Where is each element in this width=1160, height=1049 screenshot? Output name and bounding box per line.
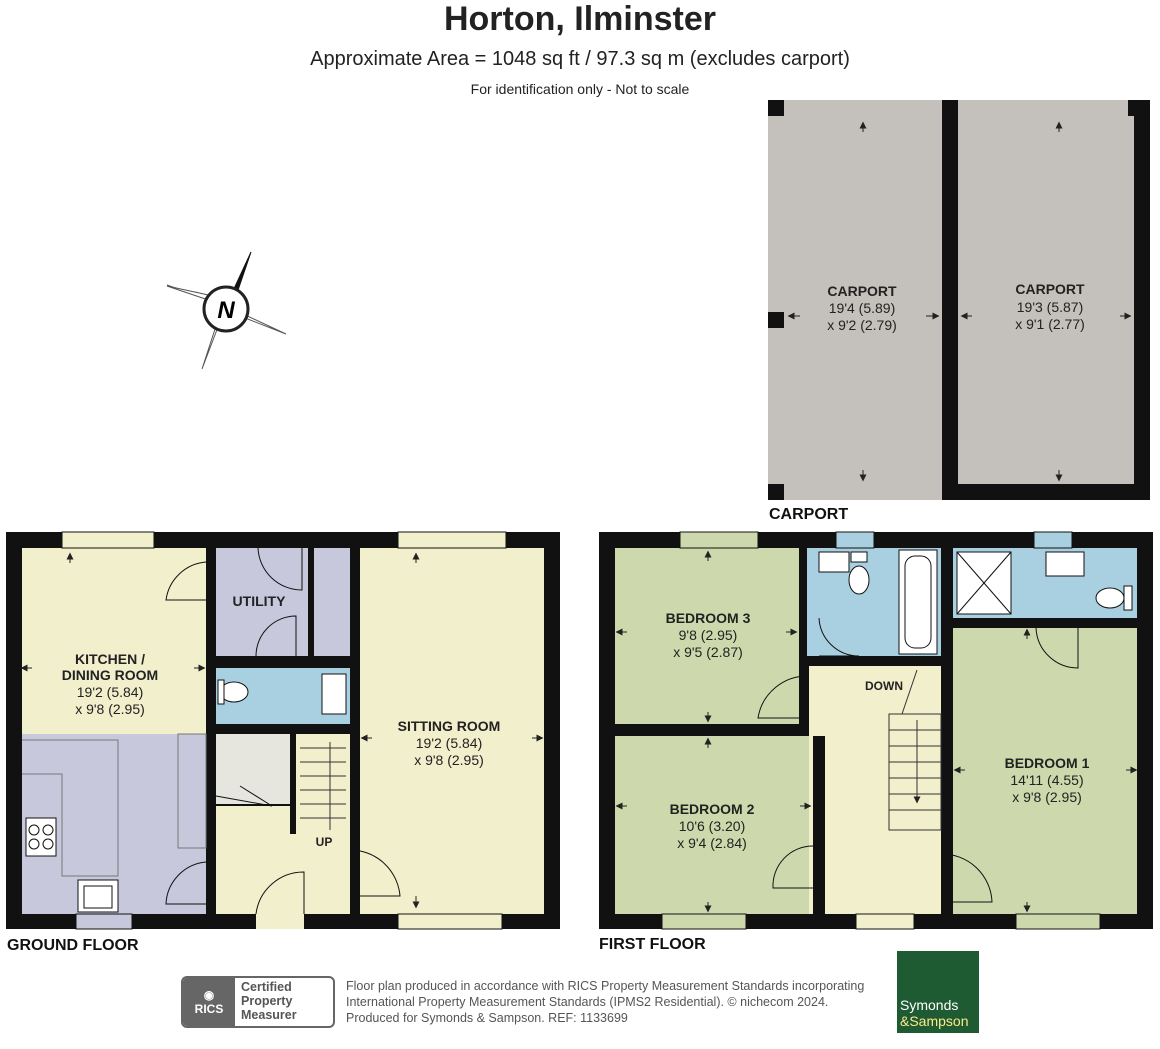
first-floor-plan: DOWN BEDROOM 3 9'8 (2.95) x 9'5 (2.87) B…	[599, 531, 1153, 953]
rics-emblem-icon: ◉	[203, 988, 215, 1002]
rics-mark-text: RICS	[194, 1002, 224, 1016]
bedroom-3-dim2: x 9'5 (2.87)	[673, 644, 743, 660]
bedroom-3-dim1: 9'8 (2.95)	[679, 627, 738, 643]
bedroom-2-name: BEDROOM 2	[670, 801, 755, 817]
carport-right-area	[950, 100, 1150, 500]
kitchen-dim2: x 9'8 (2.95)	[75, 701, 145, 717]
utility-area	[216, 548, 350, 656]
kitchen-dim1: 19'2 (5.84)	[77, 684, 144, 700]
rics-line1: Certified	[241, 980, 292, 994]
bedroom-1-dim2: x 9'8 (2.95)	[1012, 789, 1082, 805]
rics-logo: ◉ RICS	[183, 978, 235, 1026]
bedroom-2-dim1: 10'6 (3.20)	[679, 818, 746, 834]
carport-left-name: CARPORT	[827, 283, 897, 299]
kitchen-name-line2: DINING ROOM	[62, 667, 158, 683]
carport-left-dim2: x 9'2 (2.79)	[827, 317, 897, 333]
carport-left-dim1: 19'4 (5.89)	[829, 300, 896, 316]
sitting-room-name: SITTING ROOM	[398, 718, 501, 734]
footer-line3: Produced for Symonds & Sampson. REF: 113…	[346, 1011, 628, 1025]
cupboard-area	[216, 734, 294, 804]
carport-right-name: CARPORT	[1015, 281, 1085, 297]
footer-line2: International Property Measurement Stand…	[346, 995, 829, 1009]
first-floor-label: FIRST FLOOR	[599, 936, 706, 953]
brand-line2: &Sampson	[900, 1013, 969, 1029]
rics-line2: Property	[241, 994, 293, 1008]
sitting-room-dim2: x 9'8 (2.95)	[414, 752, 484, 768]
landing-area	[809, 666, 941, 914]
ground-floor-plan: UP KITCHEN / DINING ROOM 19'2 (5.84) x 9…	[6, 531, 560, 954]
bedroom-1-area	[953, 628, 1137, 914]
compass-icon: N	[166, 251, 287, 370]
bedroom-3-name: BEDROOM 3	[666, 610, 751, 626]
symonds-sampson-logo: Symonds &Sampson	[897, 951, 979, 1033]
rics-certified-badge: ◉ RICS Certified Property Measurer	[181, 976, 335, 1028]
scale-note: For identification only - Not to scale	[470, 81, 690, 97]
bedroom-1-name: BEDROOM 1	[1005, 755, 1090, 771]
page-title: Horton, Ilminster	[443, 0, 717, 38]
carport-plan: CARPORT 19'4 (5.89) x 9'2 (2.79) CARPORT…	[768, 100, 1150, 523]
stairs-up-label: UP	[316, 835, 333, 849]
bedroom-1-dim1: 14'11 (4.55)	[1010, 772, 1083, 788]
hall-area	[216, 806, 350, 914]
carport-right-dim2: x 9'1 (2.77)	[1015, 316, 1085, 332]
area-subtitle: Approximate Area = 1048 sq ft / 97.3 sq …	[310, 48, 850, 70]
carport-right-dim1: 19'3 (5.87)	[1017, 299, 1084, 315]
footer-text: Floor plan produced in accordance with R…	[346, 978, 864, 1026]
footer-line1: Floor plan produced in accordance with R…	[346, 979, 865, 993]
ground-floor-label: GROUND FLOOR	[7, 937, 139, 954]
carport-left-area	[768, 100, 942, 500]
compass-letter: N	[217, 297, 235, 324]
carport-floor-label: CARPORT	[769, 506, 848, 523]
utility-name: UTILITY	[233, 593, 287, 609]
sitting-room-dim1: 19'2 (5.84)	[416, 735, 483, 751]
bedroom-2-area	[615, 736, 813, 914]
bedroom-2-dim2: x 9'4 (2.84)	[677, 835, 747, 851]
kitchen-name-line1: KITCHEN /	[75, 651, 145, 667]
brand-line1: Symonds	[900, 997, 959, 1013]
stairs-down-label: DOWN	[865, 679, 903, 693]
rics-line3: Measurer	[241, 1008, 297, 1022]
sitting-room-area	[360, 548, 544, 914]
